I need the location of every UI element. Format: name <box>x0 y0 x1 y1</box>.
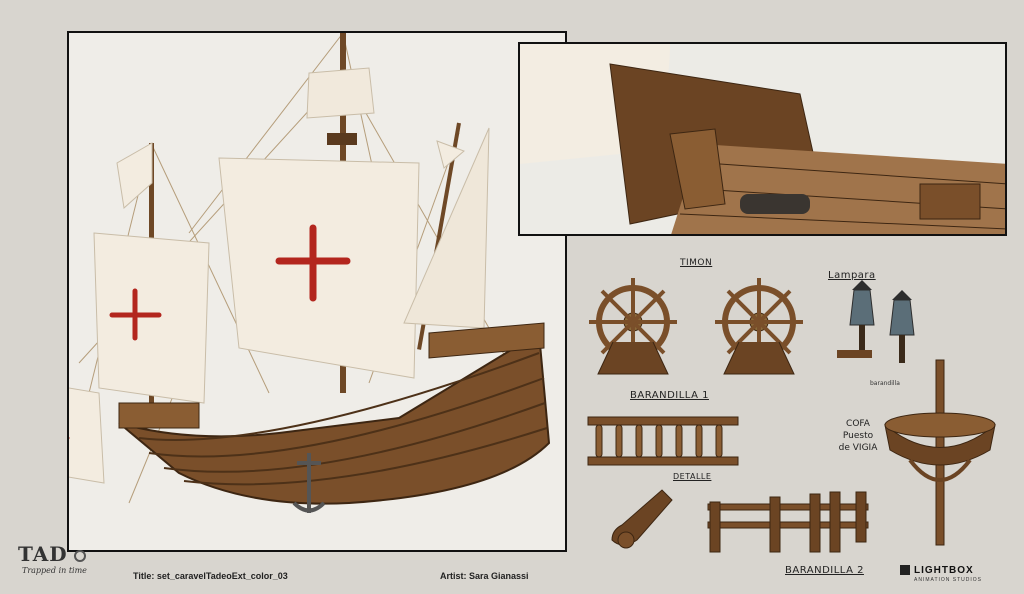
main-flag <box>436 140 465 169</box>
anchor <box>292 453 326 513</box>
label-lampara: Lampara <box>828 270 876 281</box>
deck-detail-panel <box>518 42 1007 236</box>
lamp-right <box>889 290 915 363</box>
tad-logo-subtitle: Trapped in time <box>22 566 87 575</box>
sheet-artist: Artist: Sara Gianassi <box>440 571 529 581</box>
lamp-left <box>837 280 875 358</box>
railing-2 <box>707 491 869 553</box>
helm-wheel-front <box>589 278 677 375</box>
label-barandilla-small: barandilla <box>870 380 900 387</box>
studio-name: LIGHTBOX <box>914 565 974 576</box>
ship-illustration-panel <box>67 31 567 552</box>
tad-logo <box>74 550 86 562</box>
main-sail-cross <box>275 224 351 302</box>
ship-hull <box>118 331 551 505</box>
label-barandilla-1: BARANDILLA 1 <box>630 390 709 401</box>
detail-scroll <box>611 489 673 549</box>
lightbox-logo-mark <box>900 565 910 575</box>
closeup-chest <box>919 183 981 220</box>
label-cofa: COFA Puesto de VIGIA <box>838 419 878 453</box>
railing-1 <box>587 416 739 466</box>
helm-wheel-side <box>715 278 803 375</box>
stern-castle <box>428 322 545 359</box>
main-sail <box>218 157 420 379</box>
label-timon: TIMON <box>680 258 713 268</box>
lateen-sail <box>403 127 490 329</box>
tad-logo-word: TAD <box>18 542 68 566</box>
fore-sail <box>93 232 210 404</box>
label-detalle: DETALLE <box>673 472 712 481</box>
fore-castle <box>118 402 200 429</box>
bowsprit-sail <box>69 387 105 484</box>
studio-subtitle: ANIMATION STUDIOS <box>914 577 983 583</box>
closeup-stairs <box>669 128 726 210</box>
caravel-ship-drawing <box>69 33 551 513</box>
crows-nest <box>327 133 357 145</box>
label-barandilla-2: BARANDILLA 2 <box>785 565 864 576</box>
top-sail <box>306 67 375 119</box>
closeup-cannon <box>740 194 810 214</box>
deck-closeup-drawing <box>520 44 1005 234</box>
crows-nest-prop <box>884 359 996 546</box>
sheet-title: Title: set_caravelTadeoExt_color_03 <box>133 571 288 581</box>
fore-flag <box>116 142 153 209</box>
fore-sail-cross <box>109 288 162 341</box>
